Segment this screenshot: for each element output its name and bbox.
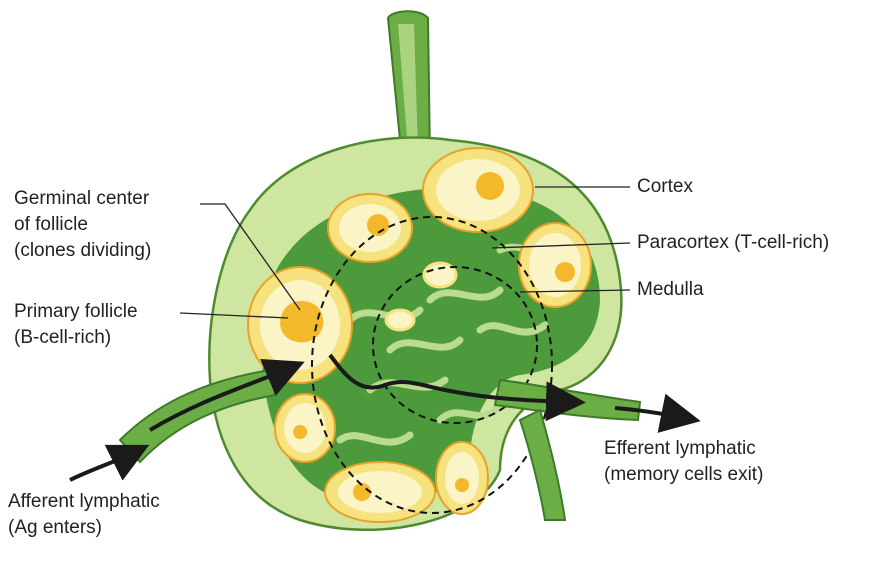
follicle-right	[519, 223, 591, 307]
follicle-bottom	[325, 462, 435, 522]
follicle-bottom-right	[436, 442, 488, 514]
follicle-bottom-left	[275, 394, 335, 462]
label-medulla: Medulla	[637, 277, 704, 303]
label-paracortex: Paracortex (T-cell-rich)	[637, 230, 829, 256]
primary-line-2: (B-cell-rich)	[14, 325, 138, 351]
afferent-line-1: Afferent lymphatic	[8, 489, 160, 515]
label-efferent-lymphatic: Efferent lymphatic (memory cells exit)	[604, 436, 763, 488]
germinal-line-3: (clones dividing)	[14, 238, 151, 264]
primary-line-1: Primary follicle	[14, 299, 138, 325]
germinal-line-1: Germinal center	[14, 186, 151, 212]
germinal-line-2: of follicle	[14, 212, 151, 238]
efferent-line-2: (memory cells exit)	[604, 462, 763, 488]
afferent-line-2: (Ag enters)	[8, 515, 160, 541]
efferent-down-vessel	[520, 410, 565, 520]
label-germinal-center: Germinal center of follicle (clones divi…	[14, 186, 151, 264]
follicle-top	[423, 148, 533, 232]
afferent-entry-arrow	[70, 452, 135, 480]
label-afferent-lymphatic: Afferent lymphatic (Ag enters)	[8, 489, 160, 541]
follicle-top-left	[328, 194, 412, 262]
label-primary-follicle: Primary follicle (B-cell-rich)	[14, 299, 138, 351]
label-cortex: Cortex	[637, 174, 693, 200]
efferent-line-1: Efferent lymphatic	[604, 436, 763, 462]
